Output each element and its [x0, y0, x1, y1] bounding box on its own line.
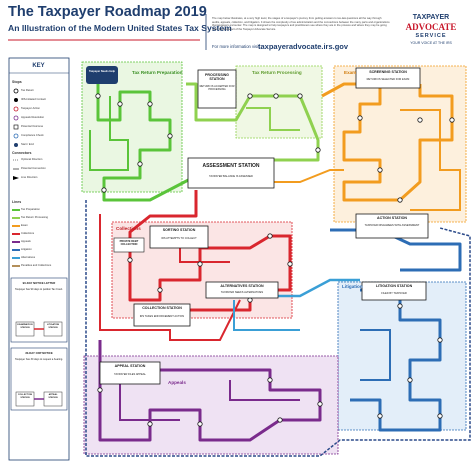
key-line-item: Penalties and Collections [21, 264, 52, 267]
screening-station-label: SCREENING STATION [369, 70, 407, 74]
map-stops [95, 93, 455, 427]
litigation-station-label: LITIGATION STATION [375, 284, 413, 288]
page-title: The Taxpayer Roadmap 2019 [8, 4, 207, 20]
section-collections: Collections [116, 226, 141, 231]
screening-station-box [355, 67, 421, 89]
section-tax-return-processing: Tax Return Processing [252, 70, 302, 75]
key-line-item: Tax Return Processing [21, 216, 49, 219]
key-stop-item: Appeals Resolution [21, 116, 45, 119]
start-box [86, 66, 118, 84]
collection-station-sub: IRS TAKES ENFORCEMENT ACTION [139, 315, 185, 318]
appeal-station-box [99, 361, 161, 385]
connector-loop [85, 200, 471, 457]
key-stop-item: Taxpayer Action [21, 107, 40, 110]
sorting-station-sub: IRS ATTEMPTS TO COLLECT [161, 237, 197, 240]
action-station-sub: TAXPAYER DISAGREES WITH ASSESSMENT [364, 224, 420, 227]
logo-line-4: YOUR VOICE AT THE IRS [410, 41, 452, 45]
tax-preparation-branch [89, 96, 129, 171]
alternatives-station-box [205, 281, 279, 299]
assessment-station-label: ASSESSMENT STATION [202, 163, 260, 169]
deficiency-station-a: EXAMINATION STATION [17, 324, 33, 329]
deficiency-station-b: LITIGATION STATION [46, 324, 60, 329]
processing-station-sub: RETURN IS ACCEPTED FOR PROCESSING [199, 85, 235, 92]
collection-station-box [133, 303, 191, 327]
key-lines-heading: Lines [12, 200, 22, 204]
exam-line [321, 82, 454, 202]
key-line-item: Exam [21, 224, 28, 227]
private-debt-label: PRIVATE DEBT COLLECTION [119, 240, 139, 247]
url-prefix: For more information visit: [212, 44, 261, 49]
logo-line-3: SERVICE [415, 33, 447, 39]
sorting-station-box [149, 225, 209, 249]
key-line-item: Alternatives [21, 256, 36, 259]
key-connector-symbols [13, 159, 19, 180]
appeal-station-sub: TAXPAYER FILES APPEAL [114, 373, 146, 376]
key-line-item: Appeals [21, 240, 31, 243]
litigation-station-sub: FILED BY TAXPAYER [381, 292, 407, 295]
taxpayer-advocate-logo: TAXPAYER ADVOCATE SERVICE YOUR VOICE AT … [394, 14, 468, 52]
key-connector-item: Potential Connection [21, 167, 46, 170]
processing-station-box [197, 69, 237, 109]
litigation-area [337, 281, 467, 431]
section-litigation: Litigation [342, 284, 363, 289]
key-connectors-heading: Connectors [12, 151, 32, 155]
key-stops-heading: Stops [12, 80, 22, 84]
alternatives-station-sub: TAXPAYER SEEKS ALTERNATIVES [220, 291, 264, 294]
key-connector-item: Line Direction [21, 176, 38, 179]
key-stop-item: Compliance Check [21, 134, 44, 137]
processing-station-label: PROCESSING STATION [205, 73, 229, 82]
appeal-station-label: APPEAL STATION [114, 364, 146, 368]
key-stop-symbols [13, 88, 19, 147]
appeals-line [98, 340, 322, 442]
key-stop-item: Potential Outcome [21, 125, 44, 128]
key-connector-item: Optional Direction [21, 158, 43, 161]
section-tax-return-preparation: Tax Return Preparation [132, 70, 183, 75]
cdp-station-b: APPEAL STATION [48, 394, 58, 399]
collection-station-label: COLLECTION STATION [142, 306, 182, 310]
cdp-box-body: Taxpayer has 30 days to request a hearin… [15, 358, 63, 361]
page-subtitle: An Illustration of the Modern United Sta… [8, 23, 232, 33]
screening-station-sub: RETURN IS SELECTED FOR EXAM [366, 78, 410, 81]
key-title: KEY [32, 63, 45, 69]
assessment-station-sub: TAXPAYER BALANCE IS ASSESSED [209, 175, 253, 178]
alternatives-station-label: ALTERNATIVES STATION [220, 284, 264, 288]
exam-branch [400, 109, 461, 211]
deficiency-box-body: Taxpayer has 90 days to petition Tax Cou… [15, 288, 63, 291]
tax-processing-branch [246, 107, 300, 131]
cdp-station-a: COLLECTION STATION [17, 394, 33, 399]
sorting-station-label: SORTING STATION [162, 228, 196, 232]
exam-area [333, 65, 467, 223]
key-line-swatches [12, 209, 20, 267]
key-line-item: Litigation [21, 248, 32, 251]
collections-outer-line [99, 214, 241, 341]
intro-text: The map below illustrates, at a very hig… [212, 17, 390, 31]
private-debt-box [113, 237, 145, 253]
tax-return-processing-area [235, 65, 323, 139]
key-stop-item: IRS-Initiated Contact [21, 98, 46, 101]
action-station-box [355, 213, 429, 239]
action-station-label: ACTION STATION [376, 216, 407, 220]
website-link[interactable]: taxpayeradvocate.irs.gov [258, 42, 349, 51]
key-line-item: Tax Preparation [21, 208, 40, 211]
assessment-station-box [187, 157, 275, 189]
section-exam: Exam [344, 70, 357, 75]
section-appeals: Appeals [168, 380, 186, 385]
key-stop-item: Start / End [21, 143, 34, 146]
key-stop-item: Tax Return [21, 89, 34, 92]
logo-line-1: TAXPAYER [412, 14, 450, 21]
logo-line-2: ADVOCATE [405, 22, 457, 32]
cdp-box-title: 30-DAY CDP NOTICE [25, 351, 53, 355]
start-label: Taxpayer Needs Help [88, 70, 116, 73]
litigation-station-box [361, 281, 427, 301]
deficiency-box-title: 90-DAY NOTICE LETTER [22, 281, 56, 285]
key-line-item: Collections [21, 232, 35, 235]
